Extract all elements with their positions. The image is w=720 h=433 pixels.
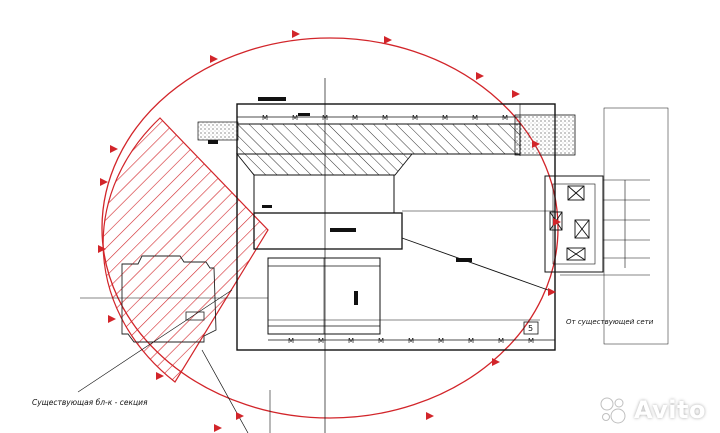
outer-dimension-box xyxy=(603,107,669,345)
road-fill xyxy=(514,114,576,156)
building-detail xyxy=(185,311,205,321)
top-hatched-strip xyxy=(236,123,521,155)
site-boundary xyxy=(236,103,556,351)
equipment-area xyxy=(544,175,604,273)
svg-text:M: M xyxy=(412,114,418,122)
pipe-diagonal xyxy=(401,237,549,291)
svg-text:M: M xyxy=(438,337,444,345)
avito-watermark: Avito xyxy=(598,395,706,425)
svg-text:M: M xyxy=(528,337,534,345)
marker-numeral: 5 xyxy=(528,324,533,333)
svg-text:M: M xyxy=(378,337,384,345)
svg-text:M: M xyxy=(262,114,268,122)
svg-text:M: M xyxy=(498,337,504,345)
svg-text:M: M xyxy=(352,114,358,122)
svg-text:M: M xyxy=(442,114,448,122)
main-building-upper xyxy=(253,174,395,214)
svg-text:M: M xyxy=(502,114,508,122)
svg-text:M: M xyxy=(292,114,298,122)
leader-line-2 xyxy=(77,289,233,393)
svg-text:M: M xyxy=(288,337,294,345)
danger-zone-circle xyxy=(101,37,559,419)
avito-brand-text: Avito xyxy=(633,396,706,424)
svg-text:M: M xyxy=(408,337,414,345)
svg-text:M: M xyxy=(318,337,324,345)
road-fill-left xyxy=(197,121,239,141)
hatched-wedge xyxy=(236,153,413,176)
existing-network-label: От существующей сети xyxy=(566,318,654,326)
avito-logo-icon xyxy=(600,397,626,424)
svg-text:M: M xyxy=(468,337,474,345)
existing-building-outline xyxy=(121,255,217,343)
hatched-sector xyxy=(102,117,269,383)
svg-text:M: M xyxy=(348,337,354,345)
dimension-ticks-right xyxy=(560,179,650,276)
main-building-core xyxy=(253,212,403,250)
leader-line xyxy=(201,349,249,433)
red-boundary-flags xyxy=(98,30,561,432)
existing-building-label: Существующая бл-к - секция xyxy=(32,398,148,407)
svg-text:M: M xyxy=(472,114,478,122)
marker-box xyxy=(523,321,539,335)
svg-text:M: M xyxy=(382,114,388,122)
